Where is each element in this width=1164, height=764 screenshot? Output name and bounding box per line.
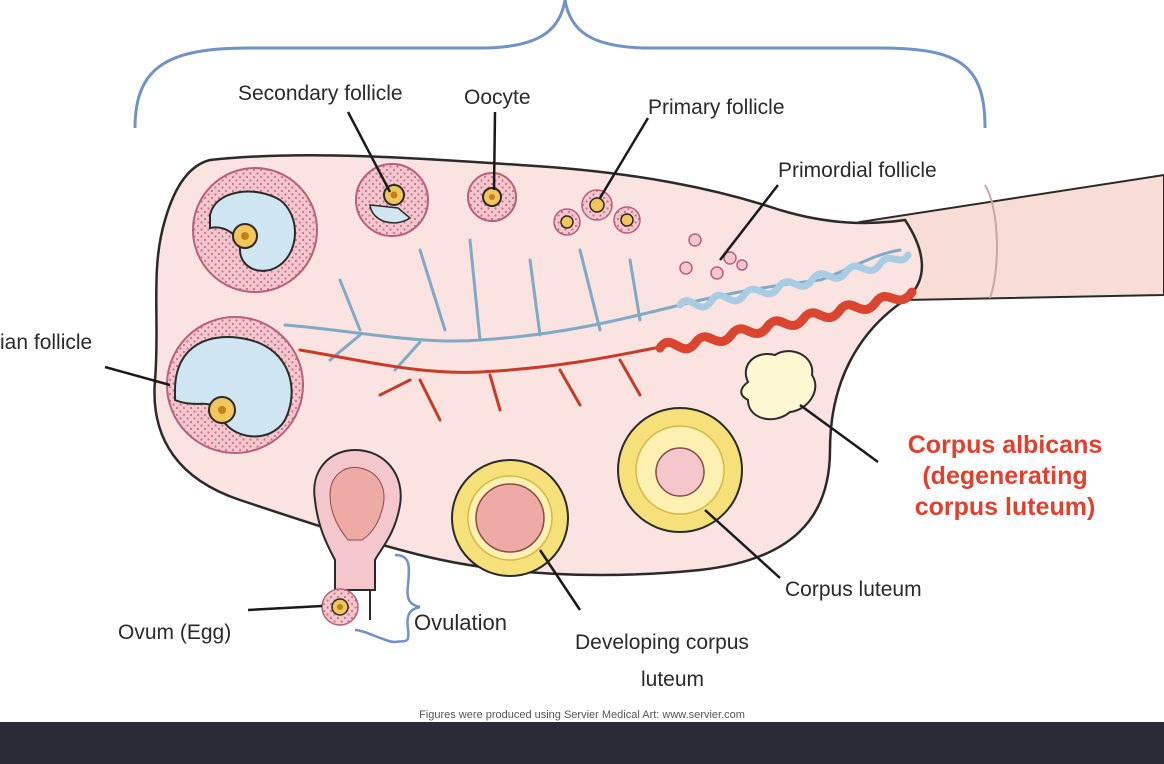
antral-follicle xyxy=(192,167,318,293)
label-developing-corpus-luteum-1: Developing corpus xyxy=(575,631,749,654)
leader-lines xyxy=(104,111,879,612)
label-corpus-albicans-line3: corpus luteum) xyxy=(914,493,1096,521)
secondary-follicle xyxy=(355,163,429,237)
label-corpus-albicans-line2: (degenerating xyxy=(922,462,1088,490)
label-corpus-luteum: Corpus luteum xyxy=(785,578,922,601)
label-corpus-albicans-line1: Corpus albicans xyxy=(907,431,1103,459)
vein-coil xyxy=(676,251,912,311)
label-corpus-albicans: Corpus albicans (degenerating corpus lut… xyxy=(870,430,1140,523)
ovary-diagram xyxy=(104,0,1164,644)
label-graafian-follicle: ian follicle xyxy=(0,331,93,354)
label-secondary-follicle: Secondary follicle xyxy=(238,82,403,105)
bottom-bar xyxy=(0,722,1164,764)
blood-vessels-artery xyxy=(298,343,672,422)
ovulation-site xyxy=(313,448,402,626)
corpus-luteum xyxy=(617,407,743,533)
corpus-albicans xyxy=(740,350,817,421)
bracket-top xyxy=(133,0,987,129)
graafian-follicle xyxy=(166,316,304,454)
label-ovulation: Ovulation xyxy=(414,610,507,635)
label-primordial-follicle: Primordial follicle xyxy=(778,159,937,182)
primordial-follicles xyxy=(679,233,748,280)
label-oocyte: Oocyte xyxy=(464,86,531,109)
credit-text: Figures were produced using Servier Medi… xyxy=(419,709,745,721)
ovulation-bracket xyxy=(354,553,421,644)
label-ovum: Ovum (Egg) xyxy=(118,621,232,644)
oocyte-follicle xyxy=(467,172,517,222)
label-primary-follicle: Primary follicle xyxy=(648,96,785,119)
label-developing-corpus-luteum-2: luteum xyxy=(641,668,705,691)
artery-coil xyxy=(655,287,917,354)
developing-corpus-luteum xyxy=(451,459,569,577)
primary-follicles xyxy=(553,189,641,236)
